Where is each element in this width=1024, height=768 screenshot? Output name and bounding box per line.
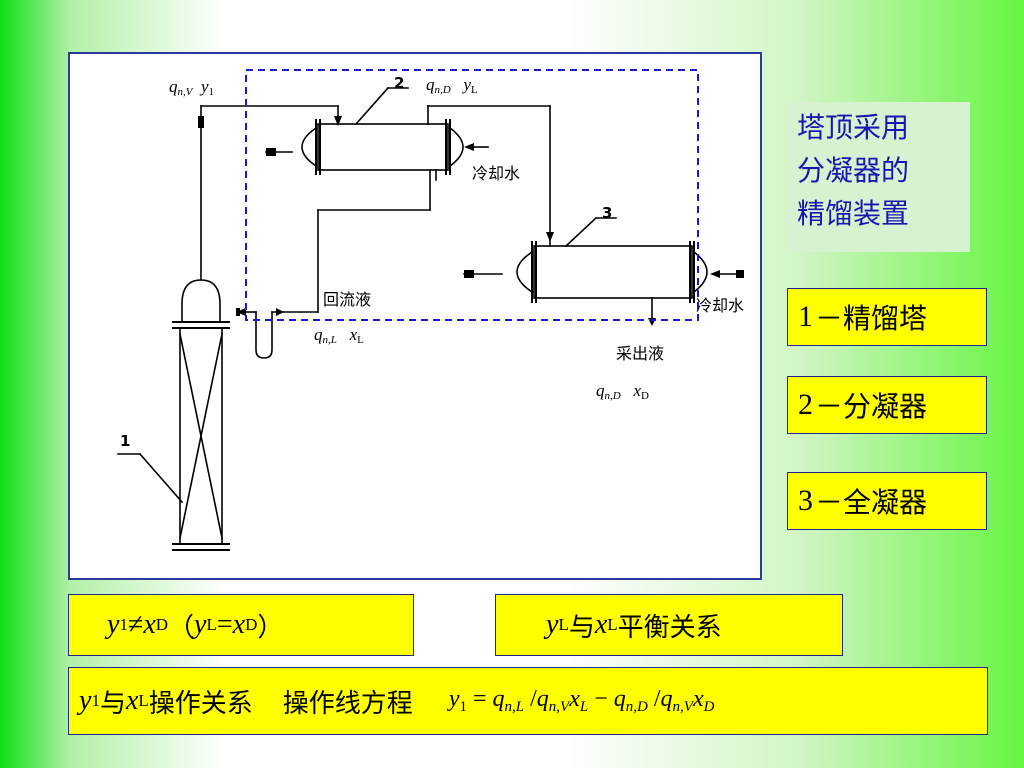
- note-line-3: 精馏装置: [797, 197, 910, 230]
- label-distillate-vapor: qn,D yL: [426, 75, 478, 96]
- label-number-1: 1: [120, 432, 131, 450]
- label-number-2: 2: [394, 74, 405, 92]
- note-line-1: 塔顶采用: [797, 111, 910, 144]
- label-cooling-water-2: 冷却水: [696, 296, 745, 315]
- flow-markers: [198, 116, 744, 326]
- partial-condenser-boundary: [245, 69, 699, 321]
- label-cooling-water-1: 冷却水: [472, 164, 521, 183]
- description-note: 塔顶采用 分凝器的 精馏装置: [787, 102, 970, 252]
- diagram-panel: qn,V y1 qn,D yL 回流液 qn,L xL 采出液 qn,D xD …: [68, 52, 762, 580]
- operating-line-equation: y1 = qn,L /qn,VxL − qn,D /qn,VxD: [448, 686, 715, 715]
- note-line-2: 分凝器的: [797, 154, 910, 187]
- label-reflux-liquid: 回流液: [323, 290, 372, 309]
- label-number-3: 3: [602, 204, 613, 222]
- legend-item-column: 1－精馏塔: [787, 288, 987, 346]
- label-vapor-flow: qn,V y1: [169, 77, 215, 98]
- legend-item-partial-condenser: 2－分凝器: [787, 376, 987, 434]
- total-condenser: [463, 216, 743, 321]
- label-product-flow: qn,D xD: [596, 381, 649, 402]
- process-diagram: [117, 69, 744, 551]
- label-product-liquid: 采出液: [616, 344, 665, 363]
- label-reflux-flow: qn,L xL: [314, 325, 364, 346]
- legend-item-total-condenser: 3－全凝器: [787, 472, 987, 530]
- u-seal: [255, 311, 273, 359]
- distillation-column: [117, 279, 230, 551]
- partial-condenser: [265, 86, 551, 313]
